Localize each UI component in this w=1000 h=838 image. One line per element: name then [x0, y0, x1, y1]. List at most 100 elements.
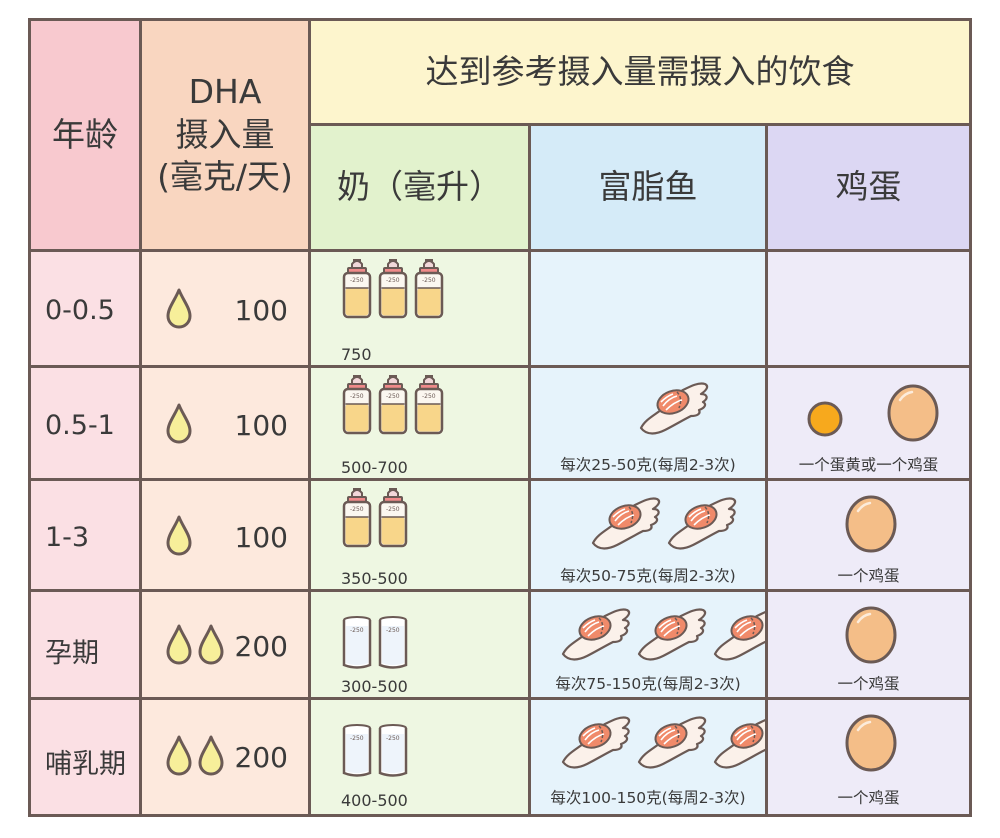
milk-icons: -250 -250 — [341, 722, 409, 780]
svg-text:-250: -250 — [350, 735, 364, 742]
egg-icon — [886, 382, 942, 444]
milk-icons: -250 -250 — [341, 487, 409, 549]
oil-drop-icon — [164, 734, 194, 778]
dha-cell: 200 — [139, 697, 311, 817]
baby-bottle-icon: -250 — [341, 374, 373, 436]
milk-cell: -250 -250 350-500 — [308, 478, 531, 595]
fish-cell — [528, 249, 768, 371]
svg-text:-250: -250 — [422, 277, 436, 284]
svg-text:-250: -250 — [386, 506, 400, 513]
baby-bottle-icon: -250 — [413, 258, 445, 320]
fish-cell: 每次50-75克(每周2-3次) — [528, 478, 768, 595]
header-milk: 奶（毫升） — [308, 123, 531, 252]
hand-fish-icon — [559, 710, 631, 772]
dha-value: 200 — [234, 741, 288, 774]
egg-icon — [844, 604, 900, 666]
header-dha-line-3: (毫克/天) — [157, 157, 293, 197]
baby-bottle-icon: -250 — [341, 258, 373, 320]
egg-yolk-icon — [806, 400, 844, 438]
hand-fish-icon — [665, 491, 737, 553]
dha-drops — [164, 734, 226, 778]
svg-text:-250: -250 — [350, 627, 364, 634]
egg-cell: 一个鸡蛋 — [765, 697, 972, 817]
dha-cell: 100 — [139, 478, 311, 595]
milk-glass-icon: -250 — [377, 722, 409, 780]
header-egg: 鸡蛋 — [765, 123, 972, 252]
age-label: 哺乳期 — [45, 749, 126, 780]
age-cell: 1-3 — [28, 478, 142, 595]
header-age-label: 年龄 — [52, 114, 118, 154]
header-fish: 富脂鱼 — [528, 123, 768, 252]
age-cell: 0-0.5 — [28, 249, 142, 371]
header-milk-label: 奶（毫升） — [337, 167, 502, 207]
milk-glass-icon: -250 — [377, 614, 409, 672]
egg-cell: 一个鸡蛋 — [765, 478, 972, 595]
fish-icons — [559, 602, 783, 664]
oil-drop-icon — [164, 623, 194, 667]
fish-icons — [559, 710, 783, 772]
oil-drop-icon — [196, 623, 226, 667]
header-dha-line-1: DHA — [188, 71, 262, 111]
milk-amount: 350-500 — [341, 569, 408, 588]
oil-drop-icon — [164, 402, 194, 446]
svg-text:-250: -250 — [350, 393, 364, 400]
dha-cell: 100 — [139, 365, 311, 484]
svg-text:-250: -250 — [386, 627, 400, 634]
dha-diet-table: 年龄 DHA 摄入量 (毫克/天) 达到参考摄入量需摄入的饮食 奶（毫升） 富脂… — [28, 18, 972, 817]
milk-glass-icon: -250 — [341, 614, 373, 672]
age-label: 0.5-1 — [45, 410, 115, 441]
dha-cell: 200 — [139, 589, 311, 703]
svg-text:-250: -250 — [422, 393, 436, 400]
svg-text:-250: -250 — [350, 277, 364, 284]
fish-caption: 每次75-150克(每周2-3次) — [555, 675, 741, 693]
fish-cell: 每次25-50克(每周2-3次) — [528, 365, 768, 484]
milk-cell: -250 -250 400-500 — [308, 697, 531, 817]
hand-fish-icon — [589, 491, 661, 553]
fish-caption: 每次100-150克(每周2-3次) — [550, 789, 746, 807]
age-label: 0-0.5 — [45, 295, 115, 326]
age-label: 1-3 — [45, 522, 90, 553]
oil-drop-icon — [196, 734, 226, 778]
age-cell: 哺乳期 — [28, 697, 142, 817]
baby-bottle-icon: -250 — [377, 374, 409, 436]
age-cell: 孕期 — [28, 589, 142, 703]
hand-fish-icon — [635, 602, 707, 664]
header-dha: DHA 摄入量 (毫克/天) — [139, 18, 311, 252]
egg-caption: 一个鸡蛋 — [837, 675, 900, 693]
header-egg-label: 鸡蛋 — [835, 167, 902, 207]
oil-drop-icon — [164, 514, 194, 558]
fish-icons — [637, 376, 709, 438]
dha-value: 100 — [234, 409, 288, 442]
baby-bottle-icon: -250 — [413, 374, 445, 436]
egg-caption: 一个鸡蛋 — [837, 789, 900, 807]
header-diet-group-label: 达到参考摄入量需摄入的饮食 — [425, 51, 855, 91]
milk-glass-icon: -250 — [341, 722, 373, 780]
svg-text:-250: -250 — [350, 506, 364, 513]
milk-amount: 400-500 — [341, 791, 408, 810]
header-fish-label: 富脂鱼 — [598, 167, 698, 207]
milk-icons: -250 -250 -250 — [341, 374, 445, 436]
fish-cell: 每次75-150克(每周2-3次) — [528, 589, 783, 703]
hand-fish-icon — [637, 376, 709, 438]
svg-text:-250: -250 — [386, 277, 400, 284]
egg-cell: 一个蛋黄或一个鸡蛋 — [765, 365, 972, 484]
milk-icons: -250 -250 -250 — [341, 258, 445, 320]
header-diet-group: 达到参考摄入量需摄入的饮食 — [308, 18, 972, 126]
baby-bottle-icon: -250 — [341, 487, 373, 549]
dha-cell: 100 — [139, 249, 311, 371]
header-dha-label: DHA 摄入量 (毫克/天) — [157, 71, 293, 200]
fish-caption: 每次25-50克(每周2-3次) — [560, 456, 736, 474]
dha-value: 100 — [234, 521, 288, 554]
dha-value: 200 — [234, 630, 288, 663]
baby-bottle-icon: -250 — [377, 487, 409, 549]
dha-value: 100 — [234, 294, 288, 327]
header-dha-line-2: 摄入量 — [175, 114, 275, 154]
egg-icon — [844, 712, 900, 774]
dha-drops — [164, 514, 194, 558]
fish-caption: 每次50-75克(每周2-3次) — [560, 567, 736, 585]
age-label: 孕期 — [45, 638, 99, 669]
svg-text:-250: -250 — [386, 393, 400, 400]
dha-drops — [164, 623, 226, 667]
